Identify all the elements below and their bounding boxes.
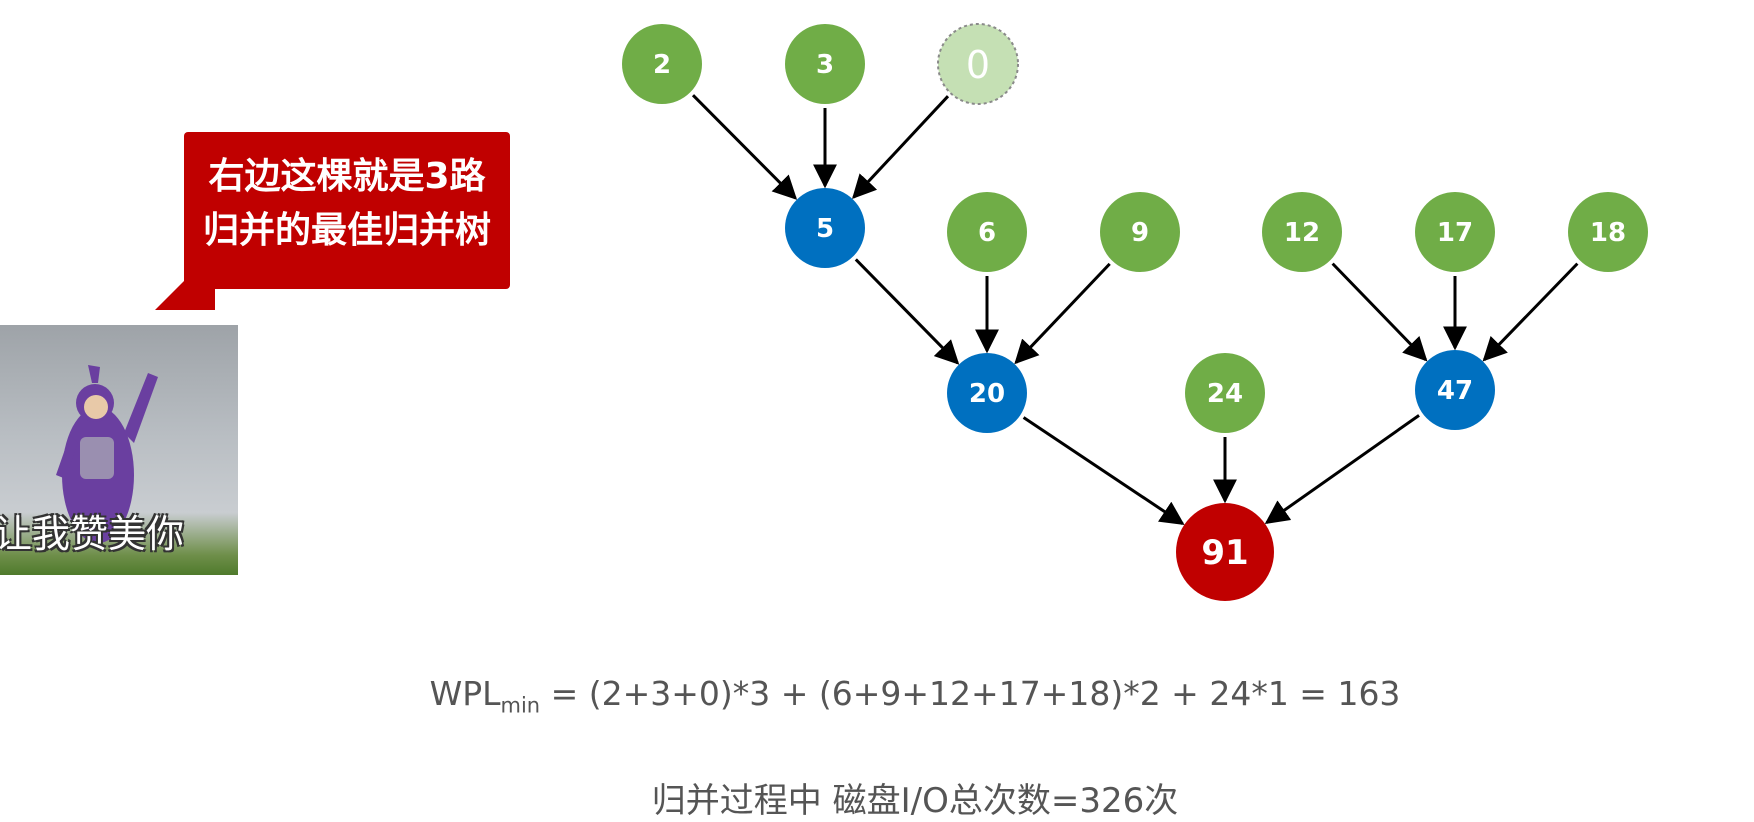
node-label: 12 — [1284, 218, 1320, 248]
teletubby-figure — [56, 365, 158, 543]
wpl-expression: = (2+3+0)*3 + (6+9+12+17+18)*2 + 24*1 = … — [540, 674, 1401, 713]
node-circle — [1568, 192, 1648, 272]
wpl-prefix: WPL — [429, 674, 501, 713]
edge-n0-n5 — [852, 95, 950, 200]
node-circle — [1262, 192, 1342, 272]
speech-bubble-line2: 归并的最佳归并树 — [202, 210, 491, 251]
node-label: 17 — [1437, 218, 1473, 248]
node-label: 0 — [966, 43, 990, 87]
node-circle — [947, 192, 1027, 272]
node-label: 18 — [1590, 218, 1626, 248]
node-circle — [937, 23, 1019, 105]
node-circle — [1415, 192, 1495, 272]
speech-bubble-line1: 右边这棵就是3路 — [208, 156, 486, 197]
meme-caption: 让我赞美你 — [0, 512, 185, 556]
disk-io-summary: 归并过程中 磁盘I/O总次数=326次 — [651, 781, 1179, 821]
node-label: 20 — [969, 379, 1005, 409]
node-circle — [1176, 503, 1274, 601]
tree-node-9: 9 — [1100, 192, 1180, 272]
edge-n12-n47 — [1331, 262, 1428, 362]
node-circle — [622, 24, 702, 104]
edge-n47-n91 — [1264, 414, 1420, 525]
edge-n20-n91 — [1022, 416, 1185, 526]
tree-node-18: 18 — [1568, 192, 1648, 272]
node-label: 47 — [1437, 376, 1473, 406]
tree-node-6: 6 — [947, 192, 1027, 272]
node-label: 24 — [1207, 379, 1243, 409]
wpl-formula: WPLmin = (2+3+0)*3 + (6+9+12+17+18)*2 + … — [0, 674, 1754, 718]
meme-image: 让我赞美你 — [0, 325, 238, 575]
edge-n18-n47 — [1482, 262, 1579, 362]
wpl-subscript: min — [500, 693, 541, 718]
tree-node-91: 91 — [1176, 503, 1274, 601]
tree-node-2: 2 — [622, 24, 702, 104]
node-label: 6 — [978, 218, 996, 248]
tree-node-20: 20 — [947, 353, 1027, 433]
speech-bubble: 右边这棵就是3路 归并的最佳归并树 — [184, 132, 510, 289]
node-circle — [947, 353, 1027, 433]
tree-node-5: 5 — [785, 188, 865, 268]
node-circle — [1100, 192, 1180, 272]
node-circle — [785, 24, 865, 104]
tree-node-17: 17 — [1415, 192, 1495, 272]
edge-n5-n20 — [854, 258, 960, 365]
tree-node-47: 47 — [1415, 350, 1495, 430]
node-label: 9 — [1131, 218, 1149, 248]
node-circle — [1185, 353, 1265, 433]
node-label: 2 — [653, 50, 671, 80]
tree-node-0: 0 — [937, 23, 1019, 105]
edge-n2-n5 — [691, 94, 798, 200]
node-label: 5 — [816, 214, 834, 244]
tree-node-12: 12 — [1262, 192, 1342, 272]
node-label: 91 — [1201, 533, 1248, 573]
node-label: 3 — [816, 50, 834, 80]
edge-n9-n20 — [1014, 262, 1111, 365]
tree-node-3: 3 — [785, 24, 865, 104]
tree-node-24: 24 — [1185, 353, 1265, 433]
node-circle — [785, 188, 865, 268]
node-circle — [1415, 350, 1495, 430]
